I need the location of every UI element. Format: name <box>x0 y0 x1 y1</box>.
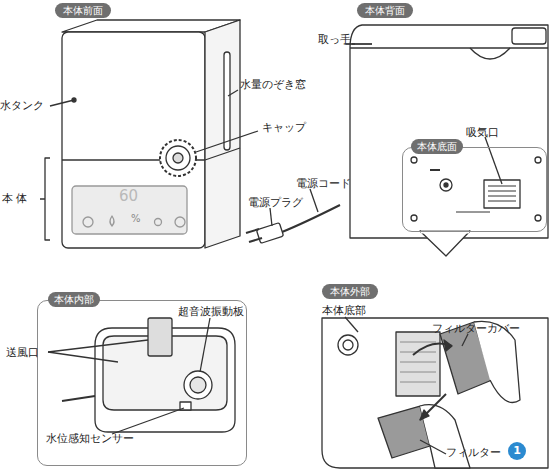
part-label: フィルターカバー <box>432 322 520 335</box>
view-heading: 本体背面 <box>357 3 413 18</box>
callout-circle <box>508 442 526 460</box>
callout-number: 1 <box>508 444 526 457</box>
part-label: 電源コード <box>296 177 351 190</box>
part-label: フィルター <box>446 446 501 459</box>
view-title: 本体背面 <box>365 5 405 16</box>
part-label: 電源プラグ <box>248 196 303 209</box>
part-label: 60 <box>119 190 138 203</box>
part-label: 吸気口 <box>466 126 499 139</box>
panel-heading: 本体底面 <box>411 139 463 154</box>
inset-panel: 本体底面 <box>402 147 547 232</box>
part-label: 超音波振動板 <box>178 305 244 318</box>
part-label: 本 体 <box>2 192 28 205</box>
view-title: 本体外部 <box>330 286 370 297</box>
part-label: 取っ手 <box>318 33 351 46</box>
view-heading: 本体外部 <box>322 284 378 299</box>
part-label: 水量のぞき窓 <box>240 78 306 91</box>
part-label: 水位感知センサー <box>46 432 134 445</box>
view-heading: 本体前面 <box>55 3 111 18</box>
part-label: 送風口 <box>6 346 39 359</box>
part-label: キャップ <box>262 121 306 134</box>
part-label: 水タンク <box>0 99 44 112</box>
view-title: 本体前面 <box>63 5 103 16</box>
part-label: 本体底部 <box>322 304 366 317</box>
part-label: % <box>131 212 141 225</box>
panel-heading: 本体内部 <box>48 292 100 307</box>
